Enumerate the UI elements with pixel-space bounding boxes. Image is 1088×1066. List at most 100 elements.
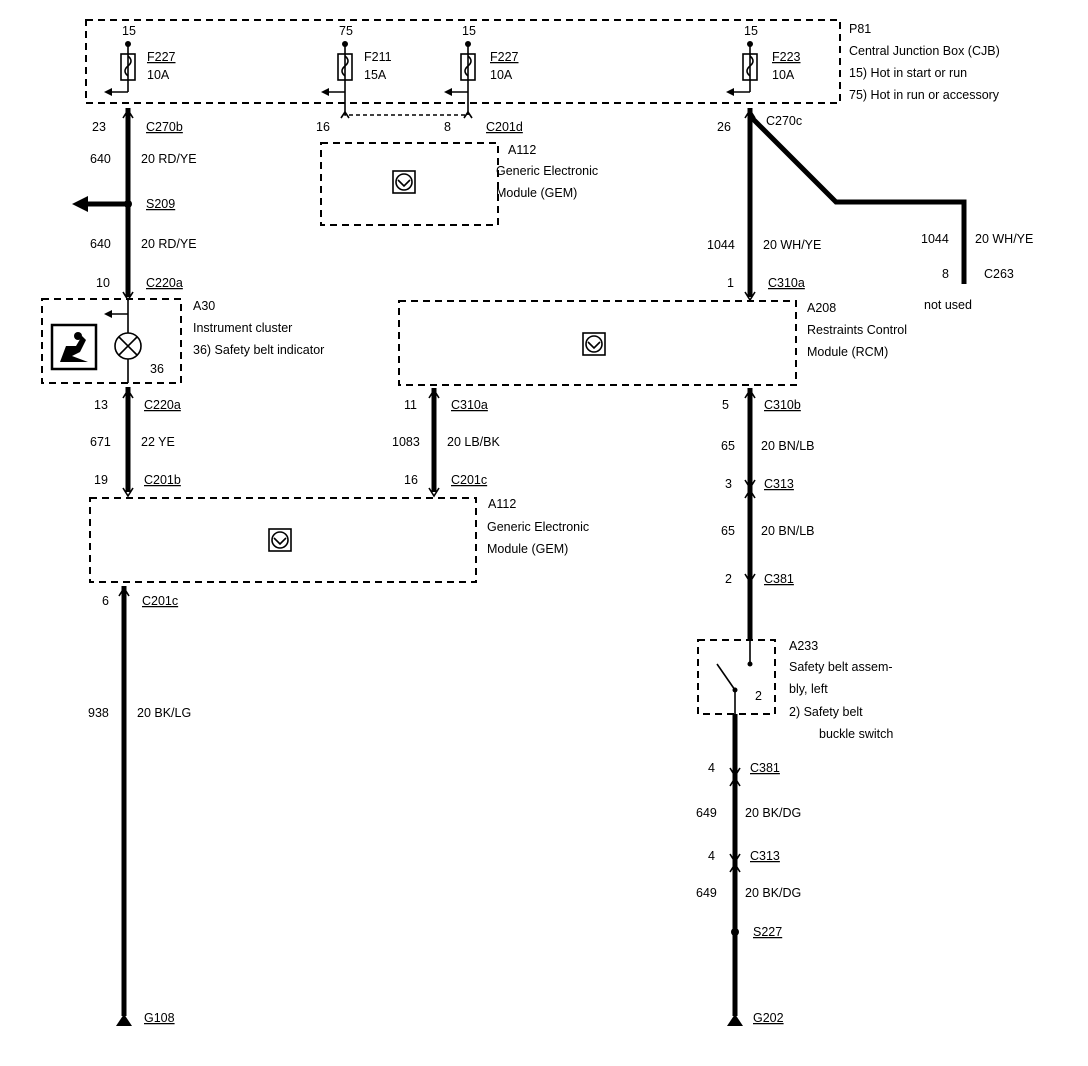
right-bottom-wire-b: 20 BK/DG — [745, 886, 801, 900]
gem-bottom-module-icon — [268, 528, 292, 552]
mid-wire: 20 LB/BK — [447, 435, 500, 449]
ground-g108-icon — [116, 1014, 132, 1026]
gem-top-connection: 16 8 C201d — [316, 110, 523, 134]
cluster-ref-36: 36 — [150, 362, 164, 376]
gem-top-box — [320, 142, 499, 226]
right-lower-conn-c310b: C310b — [764, 398, 801, 412]
right-lower-pin-3: 3 — [725, 477, 732, 491]
cjb-note-75: 75) Hot in run or accessory — [849, 88, 1000, 102]
right-top-conn-c310a: C310a — [768, 276, 805, 290]
branch-circuit-1044: 1044 — [921, 232, 949, 246]
right-top-wire: 20 WH/YE — [763, 238, 821, 252]
svg-text:S227: S227 — [753, 925, 782, 939]
cluster-box — [41, 298, 182, 384]
cjb-id: P81 — [849, 22, 871, 36]
rcm-module-icon — [582, 332, 606, 356]
left-lower-wire: 22 YE — [141, 435, 175, 449]
left-conn-c270b: C270b — [146, 120, 183, 134]
left-wire-b: 20 RD/YE — [141, 237, 197, 251]
belt-box — [697, 639, 776, 715]
svg-text:F227: F227 — [490, 50, 519, 64]
svg-text:S209: S209 — [146, 197, 175, 211]
gem-top-module-icon — [392, 170, 416, 194]
indicator-lamp-icon — [104, 300, 142, 383]
fuse-f227-mid: 15 F227 10A — [444, 24, 519, 112]
fuse-f223: 15 F223 10A — [726, 24, 801, 96]
svg-text:F227: F227 — [147, 50, 176, 64]
cluster-id: A30 — [193, 299, 215, 313]
right-bottom-conn-c381: C381 — [750, 761, 780, 775]
gem-top-id: A112 — [508, 143, 536, 157]
svg-text:F211: F211 — [364, 50, 392, 64]
right-lower-wire-a: 20 BN/LB — [761, 439, 815, 453]
right-bottom-circuit-649-a: 649 — [696, 806, 717, 820]
cluster-note: 36) Safety belt indicator — [193, 343, 324, 357]
right-top-conn-c270c: C270c — [766, 114, 802, 128]
right-bottom-pin-4-b: 4 — [708, 849, 715, 863]
left-pin-10: 10 — [96, 276, 110, 290]
right-bottom-wire-a: 20 BK/DG — [745, 806, 801, 820]
svg-text:10A: 10A — [147, 68, 170, 82]
gem-top-name-1: Generic Electronic — [496, 164, 598, 178]
left-circuit-640-b: 640 — [90, 237, 111, 251]
fuse-f211: 75 F211 15A — [321, 24, 392, 112]
belt-note-2: buckle switch — [819, 727, 893, 741]
gem-bottom-id: A112 — [488, 497, 516, 511]
gem-top-name-2: Module (GEM) — [496, 186, 577, 200]
left-lower-circuit-671: 671 — [90, 435, 111, 449]
branch-not-used: not used — [924, 298, 972, 312]
svg-text:15: 15 — [462, 24, 476, 38]
right-lower-pin-5: 5 — [722, 398, 729, 412]
right-lower-circuit-65-b: 65 — [721, 524, 735, 538]
right-lower-conn-c381: C381 — [764, 572, 794, 586]
gem-bottom-box — [89, 497, 477, 583]
svg-text:8: 8 — [444, 120, 451, 134]
left-lower-conn-c201b: C201b — [144, 473, 181, 487]
right-top-pin-1: 1 — [727, 276, 734, 290]
ground-left-wire: 20 BK/LG — [137, 706, 191, 720]
right-bottom-conn-c313: C313 — [750, 849, 780, 863]
mid-pin-11: 11 — [404, 398, 417, 412]
right-top-pin-26: 26 — [717, 120, 731, 134]
cluster-name: Instrument cluster — [193, 321, 292, 335]
ground-left-conn: C201c — [142, 594, 178, 608]
right-top-circuit-1044: 1044 — [707, 238, 735, 252]
cjb-box — [85, 19, 841, 104]
rcm-id: A208 — [807, 301, 836, 315]
belt-note-1: 2) Safety belt — [789, 705, 863, 719]
mid-conn-c310a: C310a — [451, 398, 488, 412]
belt-id: A233 — [789, 639, 818, 653]
splice-s227: S227 — [731, 925, 782, 939]
svg-text:F223: F223 — [772, 50, 801, 64]
cjb-name: Central Junction Box (CJB) — [849, 44, 1000, 58]
belt-name-2: bly, left — [789, 682, 828, 696]
right-lower-pin-2: 2 — [725, 572, 732, 586]
svg-text:C201d: C201d — [486, 120, 523, 134]
svg-text:16: 16 — [316, 120, 330, 134]
left-conn-c220a-top: C220a — [146, 276, 183, 290]
rcm-box — [398, 300, 797, 386]
right-bottom-circuit-649-b: 649 — [696, 886, 717, 900]
mid-pin-16: 16 — [404, 473, 418, 487]
svg-text:10A: 10A — [772, 68, 795, 82]
svg-text:15: 15 — [122, 24, 136, 38]
gem-bottom-name-1: Generic Electronic — [487, 520, 589, 534]
right-lower-circuit-65-a: 65 — [721, 439, 735, 453]
ground-left-pin-6: 6 — [102, 594, 109, 608]
mid-circuit-1083: 1083 — [392, 435, 420, 449]
seatbelt-warning-icon — [50, 323, 98, 371]
fuse-f227-left: 15 F227 10A — [104, 24, 176, 96]
left-lower-conn-c220a: C220a — [144, 398, 181, 412]
svg-text:75: 75 — [339, 24, 353, 38]
buckle-switch-icon — [716, 640, 753, 714]
left-lower-pin-13: 13 — [94, 398, 108, 412]
mid-conn-c201c: C201c — [451, 473, 487, 487]
splice-s209: S209 — [72, 196, 175, 212]
left-pin-23: 23 — [92, 120, 106, 134]
branch-wire: 20 WH/YE — [975, 232, 1033, 246]
ground-g108-label: G108 — [144, 1011, 175, 1025]
gem-bottom-name-2: Module (GEM) — [487, 542, 568, 556]
ground-left-circuit-938: 938 — [88, 706, 109, 720]
rcm-name-2: Module (RCM) — [807, 345, 888, 359]
